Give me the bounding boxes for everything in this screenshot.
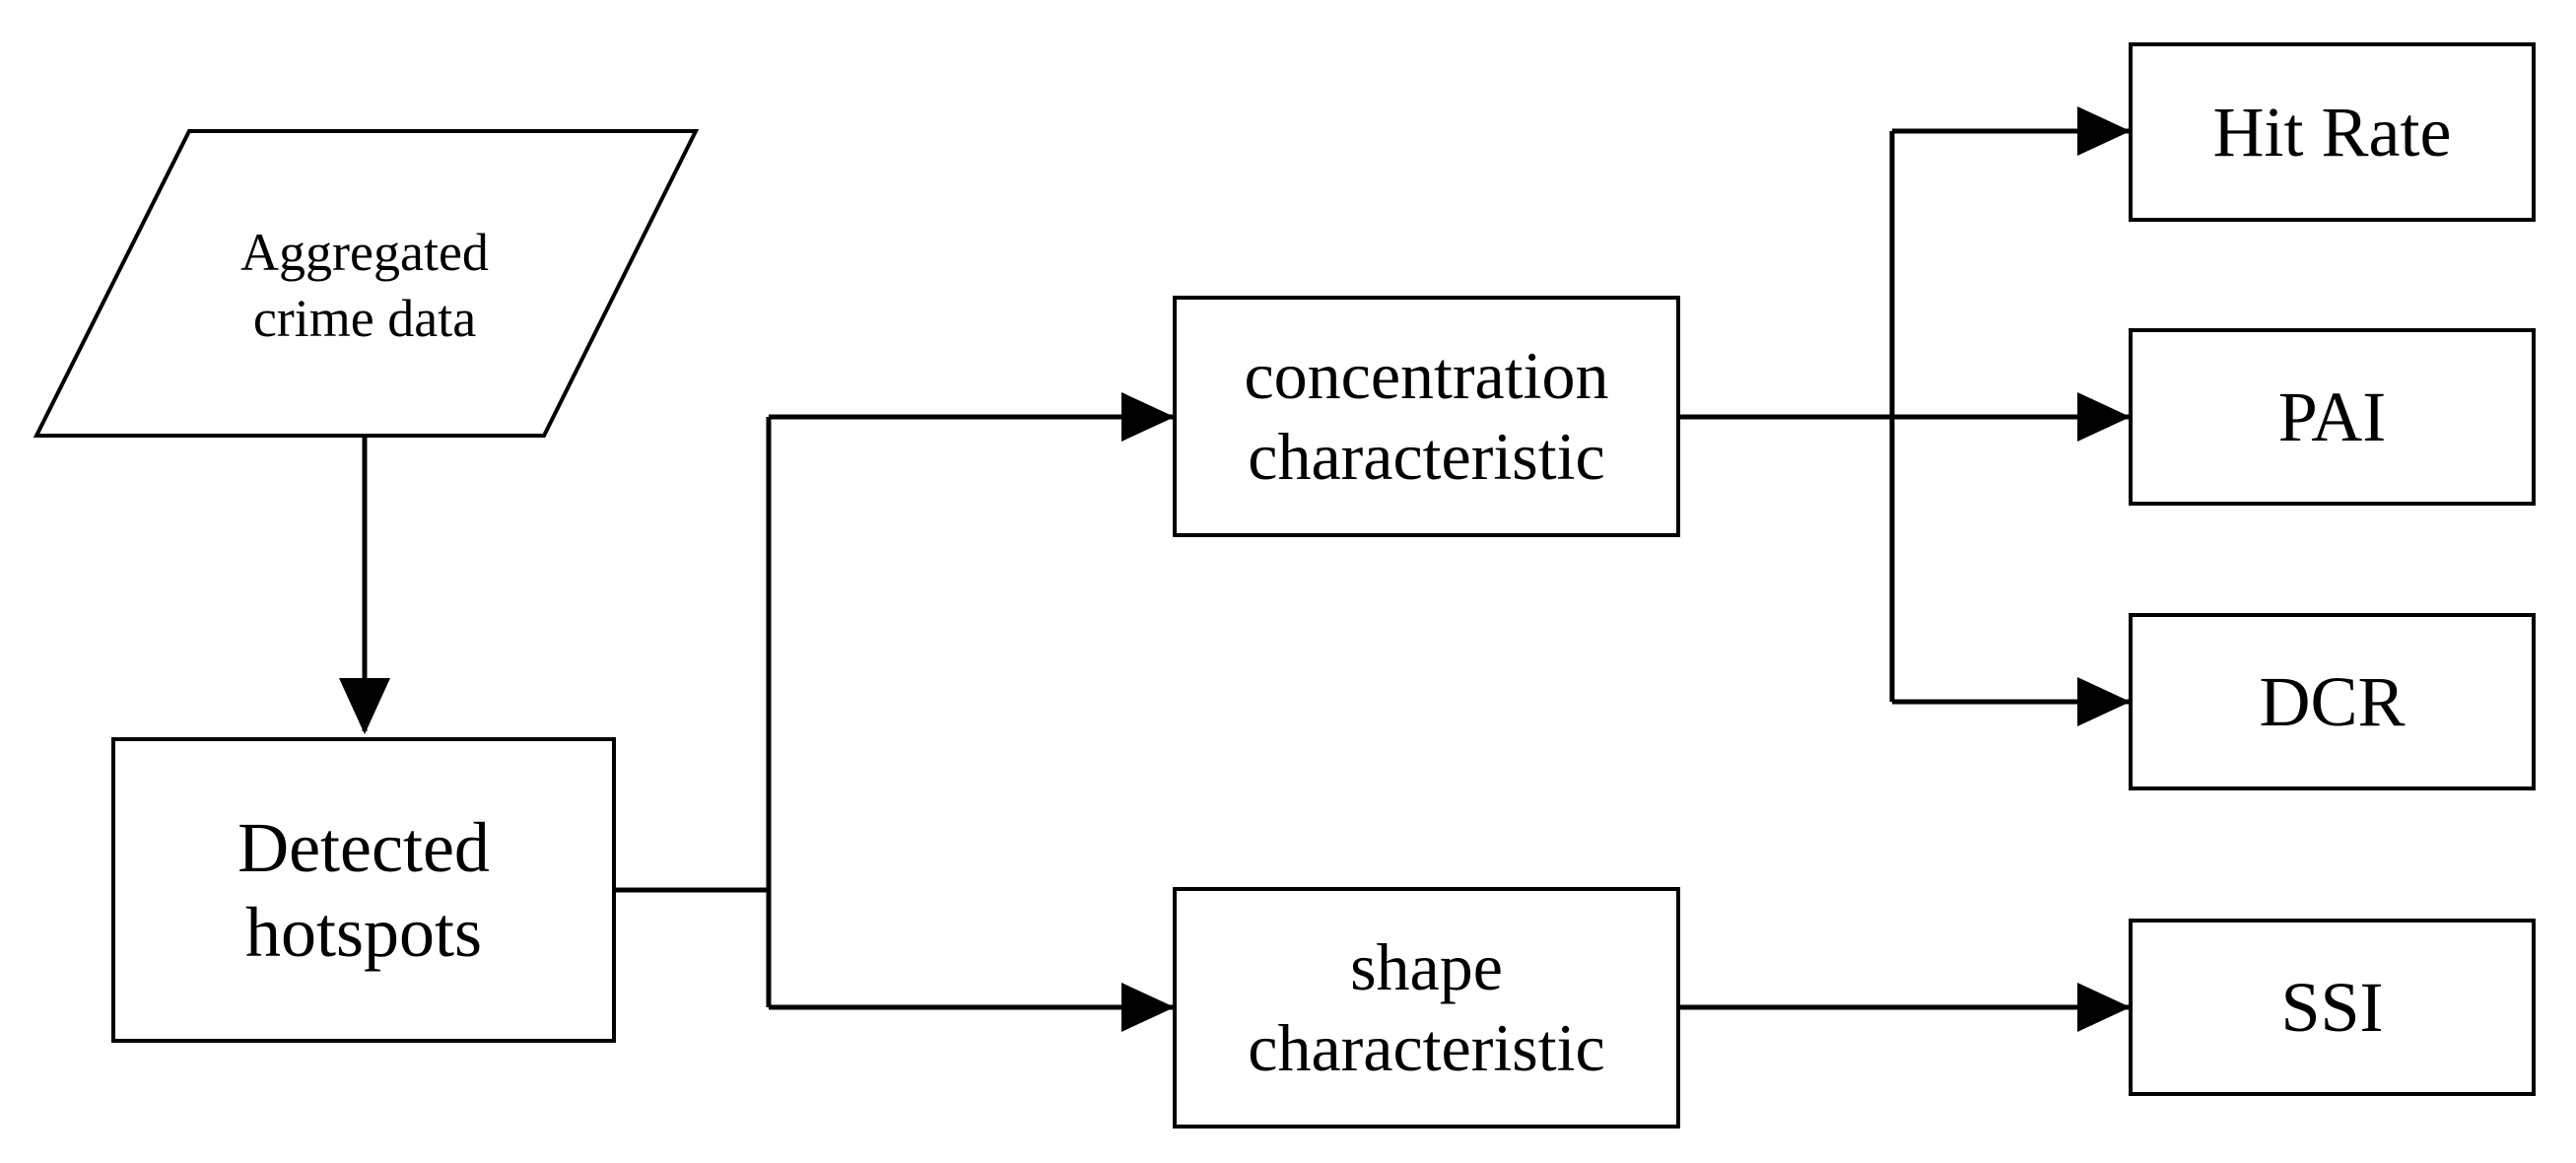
- arrowhead-detected: [339, 678, 390, 734]
- pai-label: PAI: [2277, 376, 2387, 456]
- input-data-line-1: Aggregated: [240, 222, 489, 282]
- concentration-characteristic-box: concentration characteristic: [1173, 296, 1680, 537]
- shape-line-2: characteristic: [1248, 1009, 1605, 1085]
- hit-rate-box: Hit Rate: [2129, 42, 2536, 222]
- shape-line-1: shape: [1350, 928, 1503, 1004]
- arrowhead-dcr: [2077, 677, 2131, 726]
- concentration-line-2: characteristic: [1248, 418, 1605, 494]
- shape-characteristic-box: shape characteristic: [1173, 887, 1680, 1129]
- arrowhead-hit-rate: [2077, 106, 2131, 156]
- detected-hotspots-line-2: hotspots: [244, 893, 483, 972]
- detected-hotspots-box: Detected hotspots: [111, 737, 616, 1043]
- arrowhead-ssi: [2077, 983, 2131, 1032]
- ssi-label: SSI: [2280, 967, 2384, 1047]
- hit-rate-label: Hit Rate: [2212, 92, 2452, 171]
- pai-box: PAI: [2129, 328, 2536, 506]
- detected-hotspots-line-1: Detected: [237, 807, 490, 887]
- arrowhead-shape: [1121, 983, 1175, 1032]
- dcr-label: DCR: [2259, 661, 2406, 741]
- input-data-label: Aggregated crime data: [158, 197, 572, 375]
- arrowhead-pai: [2077, 392, 2131, 442]
- concentration-line-1: concentration: [1244, 337, 1609, 413]
- dcr-box: DCR: [2129, 613, 2536, 790]
- arrowhead-concentration: [1121, 392, 1175, 442]
- input-data-line-2: crime data: [252, 289, 477, 348]
- input-data-shape: [33, 129, 700, 438]
- ssi-box: SSI: [2129, 919, 2536, 1096]
